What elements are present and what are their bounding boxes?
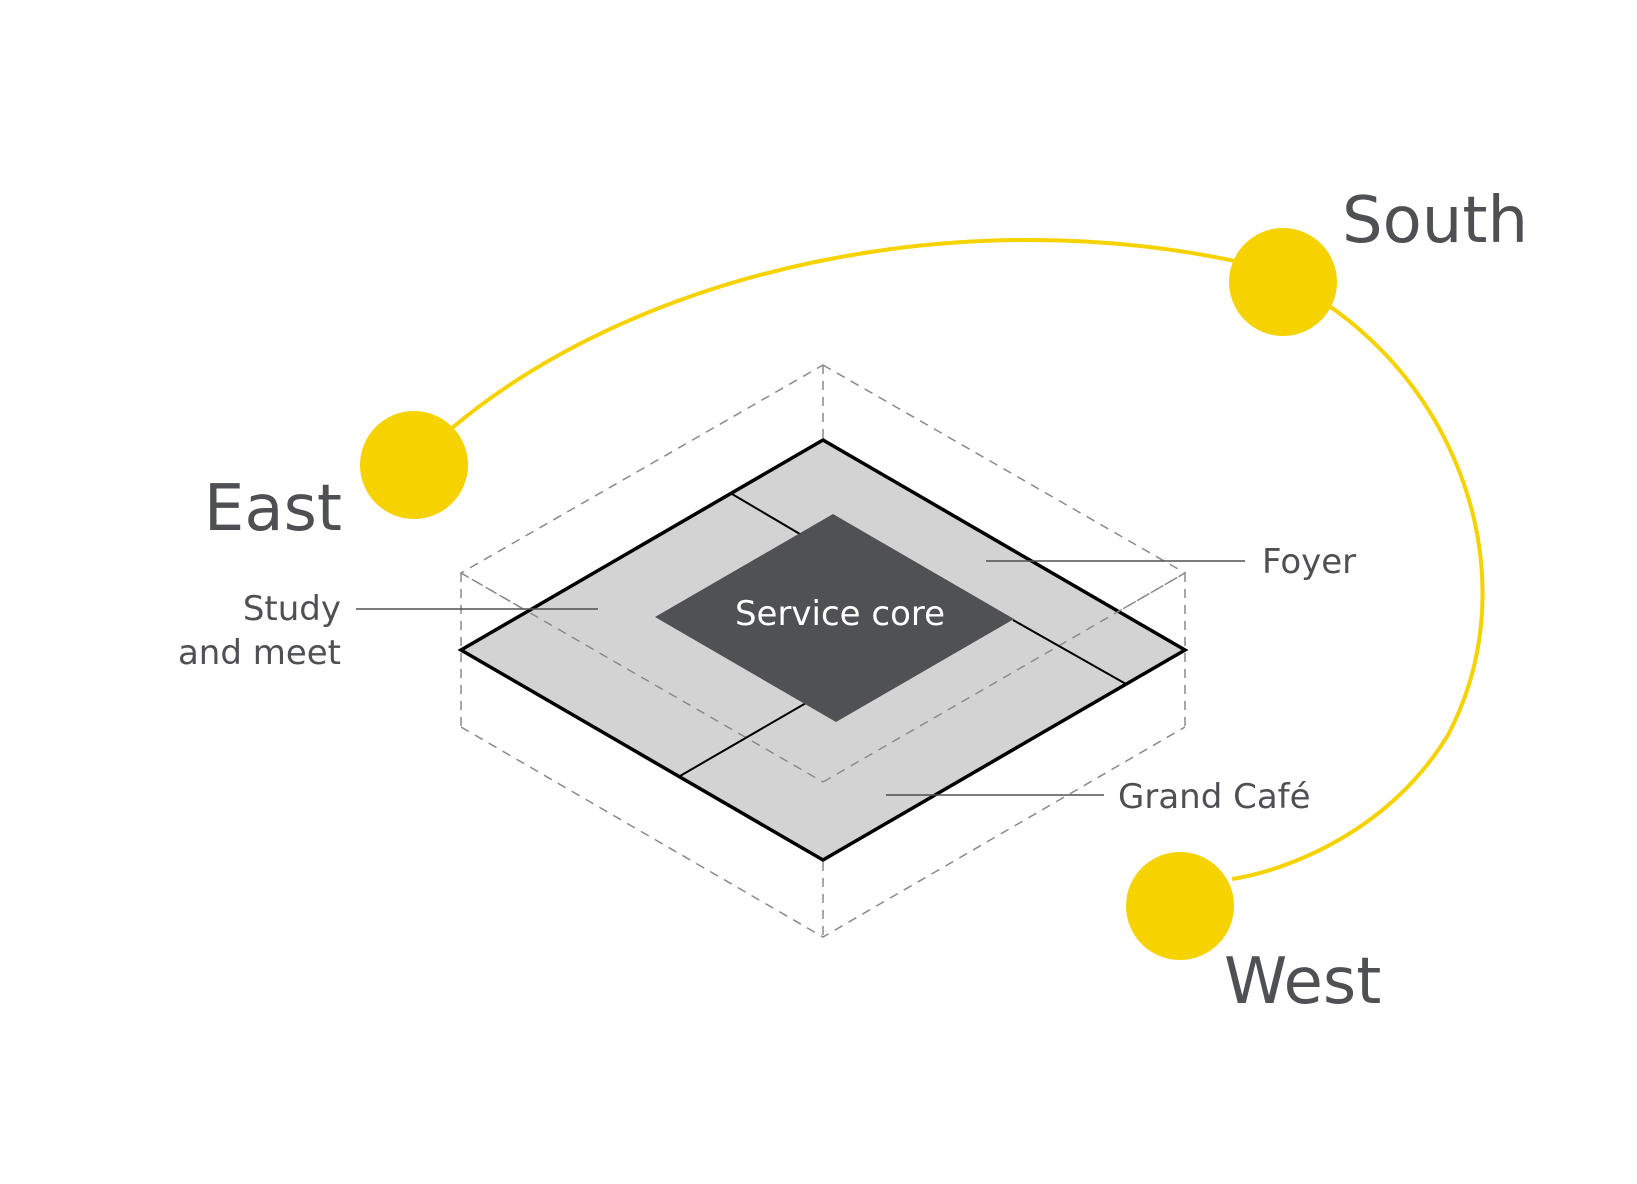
study-label-line2: and meet (178, 633, 341, 673)
foyer-label: Foyer (1262, 542, 1356, 582)
zone-dividers (679, 493, 1127, 777)
grand-cafe-label: Grand Café (1118, 777, 1311, 817)
south-label: South (1342, 184, 1528, 258)
divider-study-cafe (679, 702, 807, 777)
east-label: East (204, 472, 342, 546)
divider-foyer-cafe (1012, 619, 1127, 685)
sun-west-icon (1126, 852, 1234, 960)
sun-east-icon (360, 411, 468, 519)
sun-path (450, 238, 1485, 881)
service-core-label: Service core (735, 594, 945, 634)
leader-lines (356, 560, 1245, 796)
west-label: West (1224, 945, 1381, 1019)
dashed-volume-lower-edges (460, 726, 1186, 938)
service-core (655, 514, 1014, 722)
sun-south-icon (1229, 228, 1337, 336)
study-label-line1: Study (243, 589, 341, 629)
divider-foyer-study (731, 493, 806, 538)
dashed-volume-through-floor (460, 572, 1186, 783)
